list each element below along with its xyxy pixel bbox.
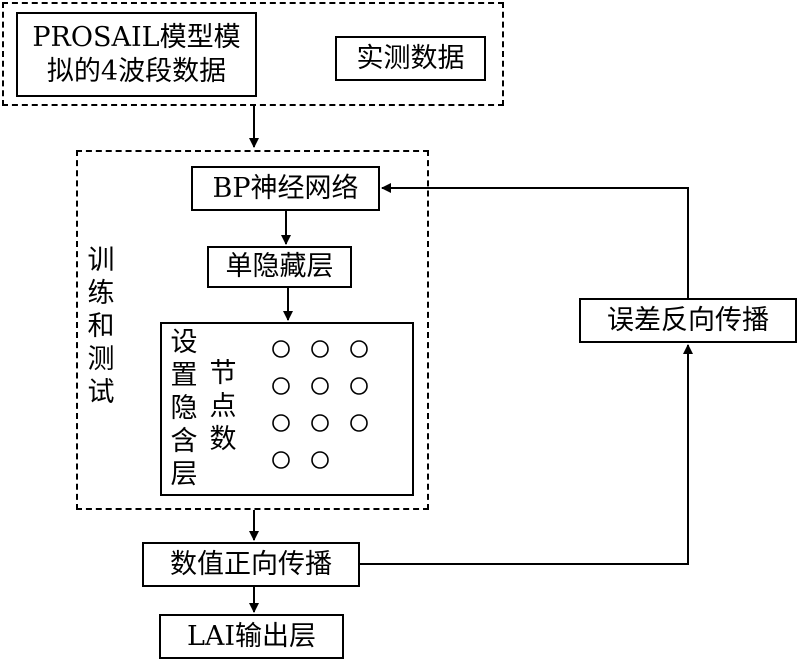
input-data-group [2,2,504,106]
bp-network-box: BP神经网络 [191,166,380,211]
output-layer-box: LAI输出层 [159,614,344,659]
simulated-data-line-2: 拟的4波段数据 [46,55,227,87]
training-testing-group [76,150,429,510]
hidden-node-circle [272,451,290,469]
backpropagation-label: 误差反向传播 [607,304,769,336]
side-label-char: 和 [87,310,115,342]
training-testing-side-label: 训 练 和 测 试 [86,245,116,410]
measured-data-box: 实测数据 [335,36,486,81]
forward-propagation-label: 数值正向传播 [170,548,332,580]
single-hidden-layer-box: 单隐藏层 [207,246,352,288]
hidden-node-circle [311,340,329,358]
side-label-char: 试 [87,376,115,408]
single-hidden-layer-label: 单隐藏层 [225,251,334,283]
hidden-node-circle [272,377,290,395]
hidden-node-grid [272,340,368,469]
arrow-backprop-to-bp [381,183,689,298]
node-count-char: 数 [209,423,237,455]
node-count-label: 节 点 数 [208,358,238,457]
backpropagation-box: 误差反向传播 [579,298,797,343]
simulated-data-box: PROSAIL模型模 拟的4波段数据 [16,12,257,97]
hidden-node-circle [311,451,329,469]
bp-network-label: BP神经网络 [212,172,359,204]
setting-char: 隐 [170,392,198,424]
forward-propagation-box: 数值正向传播 [142,542,360,587]
node-count-char: 节 [209,358,237,389]
setting-char: 层 [170,458,198,490]
hidden-layer-setting-label: 设 置 隐 含 层 [169,327,199,492]
arrow-forward-to-backprop [360,344,693,565]
measured-data-label: 实测数据 [356,42,465,74]
hidden-node-circle [350,340,368,358]
hidden-node-circle [350,414,368,432]
setting-char: 置 [170,359,198,391]
setting-char: 含 [170,425,198,457]
hidden-node-circle [311,377,329,395]
setting-char: 设 [170,327,198,358]
hidden-node-circle [272,340,290,358]
hidden-node-circle [272,414,290,432]
node-count-char: 点 [209,390,237,422]
side-label-char: 训 [87,245,115,276]
simulated-data-label: PROSAIL模型模 拟的4波段数据 [32,21,240,89]
output-layer-label: LAI输出层 [186,620,317,652]
hidden-node-circle [350,377,368,395]
hidden-node-circle [311,414,329,432]
simulated-data-line-1: PROSAIL模型模 [32,21,241,53]
side-label-char: 练 [87,277,115,309]
side-label-char: 测 [87,343,115,375]
